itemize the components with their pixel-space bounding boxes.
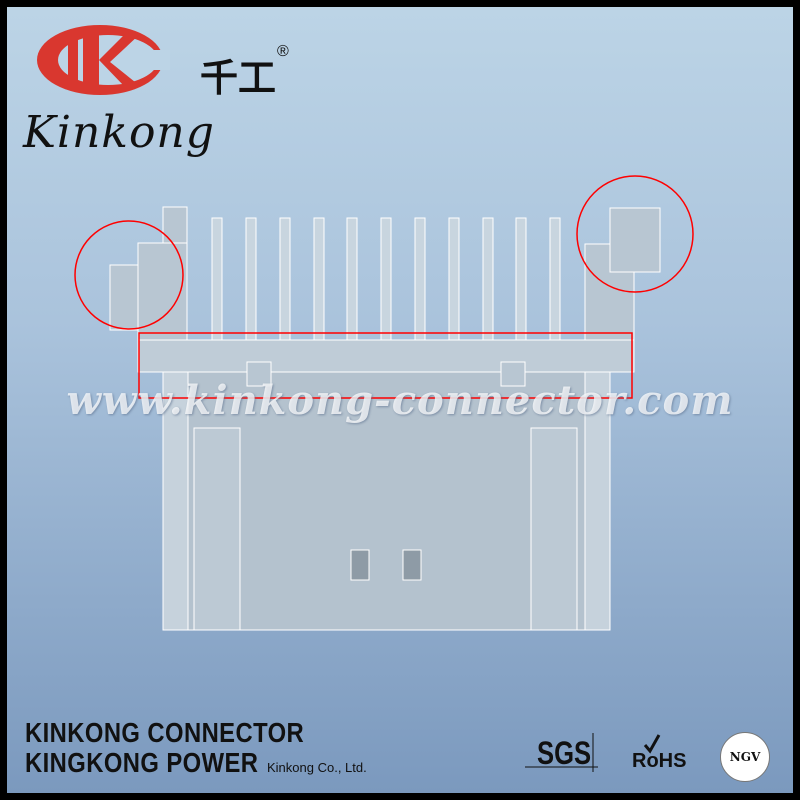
footer-line1: KINKONG CONNECTOR [25, 717, 305, 748]
registered-mark: ® [277, 43, 289, 60]
footer-line2: KINGKONG POWER [25, 747, 259, 778]
website-watermark: www.kinkong-connector.com [66, 377, 734, 424]
product-image: 千工 ® Kinkong www.kinkong-connector.com K… [7, 7, 793, 793]
company-name: Kinkong Co., Ltd. [267, 760, 367, 775]
pins [211, 217, 561, 341]
rohs-cert-logo: RoHS [632, 750, 687, 772]
connector-body [109, 206, 661, 631]
connector-drawing [37, 25, 694, 772]
highlight-marks [74, 175, 694, 399]
ngv-cert-logo: NGV [720, 732, 770, 782]
brand-script-logo: Kinkong [23, 107, 215, 158]
kc-logo-mark [37, 25, 170, 95]
sgs-cert-logo: SGS [537, 735, 592, 771]
brand-chinese-logo: 千工 [200, 55, 277, 100]
